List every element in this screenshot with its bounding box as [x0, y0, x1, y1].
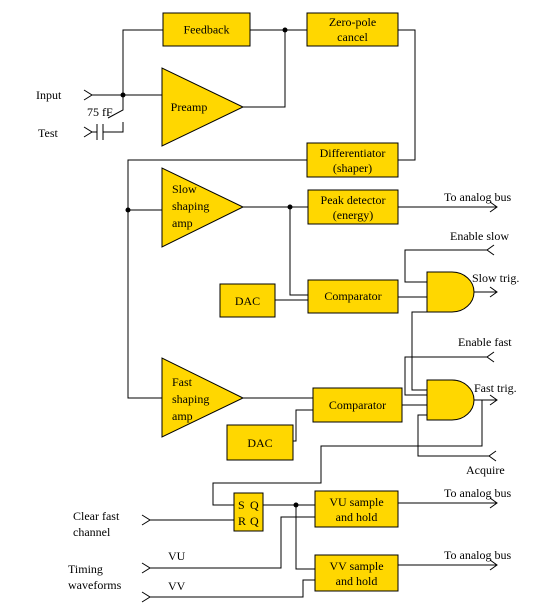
vu-label: VU: [168, 549, 186, 563]
vv-sample-hold-block: VV sample and hold: [314, 554, 399, 592]
sr-latch-s-label: S: [238, 498, 245, 512]
peak-bus-arrow-icon: [489, 201, 498, 213]
feedback-label: Feedback: [184, 23, 230, 37]
acquire-wire: [417, 414, 489, 457]
and-gate-fast: [426, 379, 475, 421]
junction-dot: [282, 27, 288, 33]
enable-slow-chevron-icon: [486, 244, 495, 256]
vu-sh-bus-arrow-icon: [489, 497, 498, 509]
vv-sh-bus-arrow-icon: [489, 559, 498, 571]
input-chevron-icon: [83, 89, 93, 101]
preamp-label: Preamp: [171, 100, 208, 114]
input-label: Input: [36, 88, 62, 102]
timing-label-2: waveforms: [68, 578, 122, 592]
vu-sample-hold-label-2: and hold: [336, 510, 378, 524]
dac-slow-label: DAC: [235, 294, 260, 308]
latch-to-vv-wire: [295, 505, 315, 570]
zero-pole-label-1: Zero-pole: [329, 15, 376, 29]
junction-dot: [120, 92, 126, 98]
dac-fast-block: DAC: [226, 424, 294, 461]
timing-label-1: Timing: [68, 562, 103, 576]
vv-to-bus-label: To analog bus: [444, 548, 511, 562]
test-chevron-icon: [83, 126, 93, 138]
peak-detector-block: Peak detector (energy): [307, 189, 399, 225]
slow-trig-label: Slow trig.: [472, 271, 519, 285]
arrowheads: [83, 89, 498, 603]
enable-fast-chevron-icon: [486, 351, 495, 363]
comparator-fast-label: Comparator: [329, 398, 386, 412]
comparator-slow-block: Comparator: [307, 279, 399, 314]
test-cap-wire: [103, 122, 124, 133]
fast-trig-to-latch-wire: [212, 400, 483, 506]
dac-fast-label: DAC: [247, 436, 272, 450]
slow-amp-label-2: shaping: [172, 199, 209, 213]
differentiator-label-2: (shaper): [333, 161, 372, 175]
sr-latch-qbar-label: Q: [250, 514, 259, 528]
sr-latch-q-label: Q: [250, 498, 259, 512]
fast-trig-label: Fast trig.: [474, 381, 517, 395]
peak-detector-label-2: (energy): [333, 208, 373, 222]
vu-sample-hold-block: VU sample and hold: [314, 490, 399, 528]
vv-label: VV: [168, 579, 186, 593]
capacitor-icon: [96, 124, 104, 140]
vu-chevron-icon: [141, 562, 151, 574]
diff-out-wire: [127, 159, 307, 399]
zero-pole-cancel-block: Zero-pole cancel: [306, 12, 399, 47]
junction-dot: [293, 502, 299, 508]
comparator-slow-label: Comparator: [324, 289, 381, 303]
vv-sample-hold-label-2: and hold: [336, 574, 378, 588]
fast-amp-label-2: shaping: [172, 392, 209, 406]
fast-shaping-amp-triangle: Fast shaping amp: [161, 357, 245, 438]
dac-fast-wire: [293, 409, 313, 442]
peak-to-bus-label: To analog bus: [444, 190, 511, 204]
clear-fast-chevron-icon: [141, 514, 151, 526]
fast-amp-label-3: amp: [172, 409, 193, 423]
junction-dot: [125, 207, 131, 213]
vu-sample-hold-label-1: VU sample: [329, 495, 383, 509]
and-gate-slow: [426, 271, 475, 313]
zeropole-to-diff-wire: [398, 29, 416, 161]
junction-dots: [120, 27, 299, 508]
sr-latch-r-label: R: [238, 514, 246, 528]
slow-shaping-amp-triangle: Slow shaping amp: [161, 167, 245, 248]
enable-slow-label: Enable slow: [450, 229, 509, 243]
slow-to-comparator-wire: [289, 207, 308, 296]
vv-chevron-icon: [141, 591, 151, 603]
peak-detector-label-1: Peak detector: [321, 193, 386, 207]
vv-bus-wire: [150, 579, 315, 598]
clear-fast-label-2: channel: [73, 525, 111, 539]
sr-latch-block: S Q R Q: [233, 492, 264, 532]
comparator-fast-block: Comparator: [312, 387, 403, 423]
junction-dot: [287, 204, 293, 210]
dac-slow-block: DAC: [219, 283, 276, 318]
zero-pole-label-2: cancel: [337, 30, 368, 44]
and-slow-feedback-wire: [411, 311, 427, 391]
slow-trig-arrow-icon: [489, 286, 498, 298]
fast-trig-arrow-icon: [489, 394, 498, 406]
wires: [92, 29, 497, 598]
preamp-out-wire: [243, 30, 286, 108]
signal-labels: Input Test 75 fF To analog bus Enable sl…: [36, 88, 519, 593]
differentiator-label-1: Differentiator: [320, 146, 386, 160]
input-wire: [92, 29, 163, 96]
feedback-block: Feedback: [162, 12, 251, 47]
test-label: Test: [38, 126, 58, 140]
fast-amp-label-1: Fast: [172, 375, 193, 389]
vu-to-bus-label: To analog bus: [444, 486, 511, 500]
acquire-label: Acquire: [466, 463, 505, 477]
slow-amp-label-1: Slow: [172, 182, 197, 196]
capacitor-label: 75 fF: [87, 105, 113, 119]
enable-slow-wire: [404, 249, 487, 283]
vv-sample-hold-label-1: VV sample: [329, 559, 383, 573]
preamp-triangle: Preamp: [161, 67, 245, 147]
vu-bus-wire: [150, 516, 315, 569]
slow-amp-label-3: amp: [172, 216, 193, 230]
enable-fast-wire: [404, 356, 487, 396]
clear-fast-label-1: Clear fast: [73, 509, 120, 523]
acquire-chevron-icon: [488, 450, 497, 462]
test-switch-wire: [107, 95, 124, 119]
enable-fast-label: Enable fast: [458, 335, 512, 349]
differentiator-block: Differentiator (shaper): [306, 142, 399, 178]
